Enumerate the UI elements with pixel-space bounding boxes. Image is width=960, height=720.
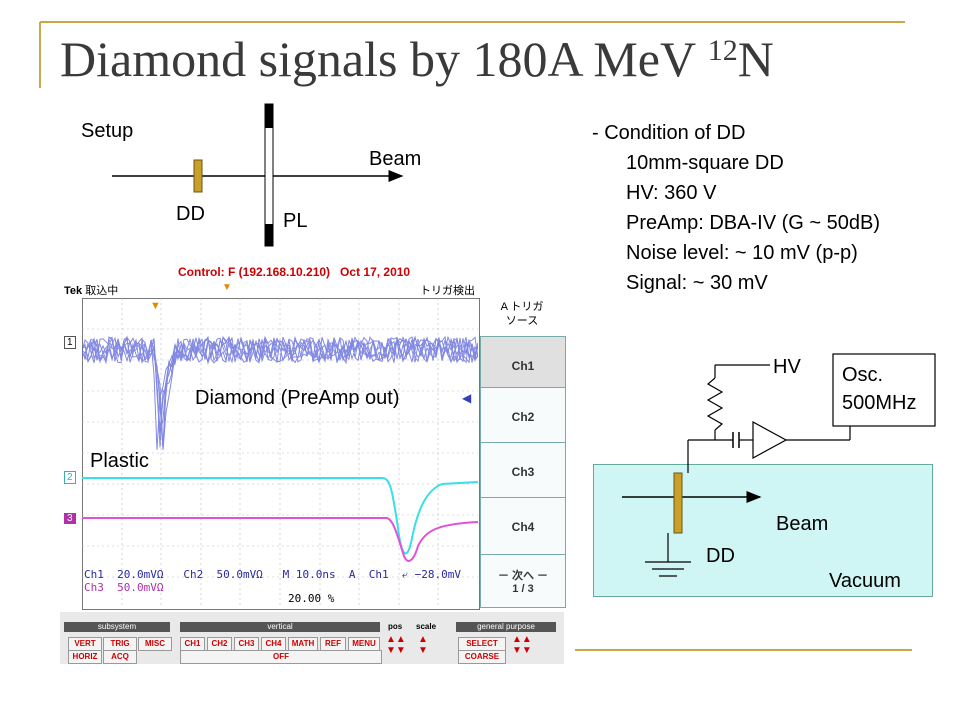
trigger-position-marker: ▼	[150, 300, 161, 312]
panel-pos-label: pos	[388, 622, 403, 631]
setup-label: Setup	[81, 120, 134, 142]
ch1-trace	[82, 335, 478, 450]
condition-line: Noise level: ~ 10 mV (p-p)	[626, 242, 858, 264]
panel-select-button[interactable]: SELECT	[458, 637, 506, 651]
panel-ch4-button[interactable]: CH4	[261, 637, 286, 651]
trigger-source-ch2[interactable]: Ch2	[480, 387, 566, 447]
panel-vert-button[interactable]: VERT	[68, 637, 102, 651]
panel-math-button[interactable]: MATH	[288, 637, 318, 651]
trigger-source-ch1[interactable]: Ch1	[480, 336, 566, 396]
setup-pl-bottom	[265, 224, 273, 246]
oscilloscope-box	[832, 353, 936, 427]
pos-updown-icon[interactable]: ▲▲▼▼	[386, 634, 406, 656]
condition-line: 10mm-square DD	[626, 152, 784, 174]
panel-trig-button[interactable]: TRIG	[103, 637, 137, 651]
scope-trigger-percent: 20.00 %	[288, 592, 335, 605]
scope-waveforms	[82, 298, 478, 608]
panel-ch1-button[interactable]: CH1	[180, 637, 205, 651]
circuit-osc-freq-label: 500MHz	[842, 392, 917, 414]
trigger-source-ch4[interactable]: Ch4	[480, 497, 566, 557]
panel-ref-button[interactable]: REF	[320, 637, 346, 651]
vacuum-chamber	[593, 464, 933, 597]
ch1-diamond-traces	[82, 335, 478, 450]
circuit-diagram	[622, 353, 936, 577]
ch1-marker: 1	[64, 336, 76, 349]
ch1-level-arrow-icon: ◀	[462, 391, 472, 405]
condition-block: - Condition of DD 10mm-square DD HV: 360…	[592, 118, 880, 298]
panel-off-button[interactable]: OFF	[180, 650, 382, 664]
general-updown-icon[interactable]: ▲▲▼▼	[512, 634, 532, 656]
scope-readout-line1: Ch1 20.0mVΩ Ch2 50.0mVΩ M 10.0ns A Ch1 ⤶…	[84, 568, 462, 581]
ch2-marker: 2	[64, 471, 76, 484]
title-end: N	[737, 31, 774, 87]
trigger-source-title: A トリガ ソース	[500, 301, 544, 327]
scope-trigger-detect: トリガ検出	[420, 285, 475, 297]
scope-readout-line2: Ch3 50.0mVΩ	[84, 581, 164, 594]
ch2-plastic-trace	[82, 477, 478, 555]
condition-line: Signal: ~ 30 mV	[626, 272, 768, 294]
circuit-beam-label: Beam	[776, 513, 829, 535]
vacuum-label: Vacuum	[829, 570, 901, 592]
panel-vertical-buttons: CH1 CH2 CH3 CH4 MATH REF MENU	[180, 637, 380, 651]
setup-pl-label: PL	[283, 210, 308, 232]
condition-line: HV: 360 V	[626, 182, 717, 204]
ch3-plastic-trace	[82, 517, 478, 562]
circuit-hv-label: HV	[773, 356, 801, 378]
panel-general-title: general purpose	[456, 622, 556, 632]
panel-misc-button[interactable]: MISC	[138, 637, 172, 651]
panel-coarse-button[interactable]: COARSE	[458, 650, 506, 664]
circuit-osc-label: Osc.	[842, 364, 884, 386]
condition-heading: - Condition of DD	[592, 122, 746, 144]
trigger-time-marker: ▼	[222, 282, 232, 293]
scale-updown-icon[interactable]: ▲▼	[418, 634, 428, 656]
setup-dd-detector	[193, 159, 203, 193]
panel-ch2-button[interactable]: CH2	[207, 637, 232, 651]
panel-scale-label: scale	[416, 622, 437, 631]
scope-brand: Tek	[64, 285, 83, 297]
panel-horiz-button[interactable]: HORIZ	[68, 650, 102, 664]
slide-title: Diamond signals by 180A MeV 12N	[60, 30, 774, 88]
panel-vertical-title: vertical	[180, 622, 380, 632]
title-superscript: 12	[707, 34, 738, 67]
trigger-source-ch3[interactable]: Ch3	[480, 442, 566, 502]
circuit-dd-label: DD	[706, 545, 735, 567]
setup-beam-label: Beam	[369, 148, 422, 170]
plastic-signal-label: Plastic	[90, 450, 149, 472]
circuit-dd-detector	[673, 472, 683, 534]
ch3-marker: 3	[64, 513, 76, 524]
amplifier-symbol	[752, 420, 788, 460]
title-text: Diamond signals by 180A MeV	[60, 31, 708, 87]
scope-control-header: Control: F (192.168.10.210) Oct 17, 2010	[178, 265, 411, 279]
panel-menu-button[interactable]: MENU	[348, 637, 380, 651]
scope-status-bar: Tek 取込中	[64, 282, 118, 298]
scope-acq-status: 取込中	[85, 285, 119, 297]
ch1-trace	[82, 336, 478, 450]
setup-diagram	[112, 103, 404, 247]
ch1-trace	[82, 335, 478, 448]
condition-line: PreAmp: DBA-IV (G ~ 50dB)	[626, 212, 880, 234]
panel-subsystem-title: subsystem	[64, 622, 170, 632]
diamond-signal-label: Diamond (PreAmp out)	[195, 387, 400, 409]
setup-dd-label: DD	[176, 203, 205, 225]
setup-pl-top	[265, 104, 273, 128]
resistor-symbol	[706, 377, 724, 431]
panel-ch3-button[interactable]: CH3	[234, 637, 259, 651]
panel-acq-button[interactable]: ACQ	[103, 650, 137, 664]
trigger-source-next[interactable]: － 次へ － 1 / 3	[480, 554, 566, 608]
